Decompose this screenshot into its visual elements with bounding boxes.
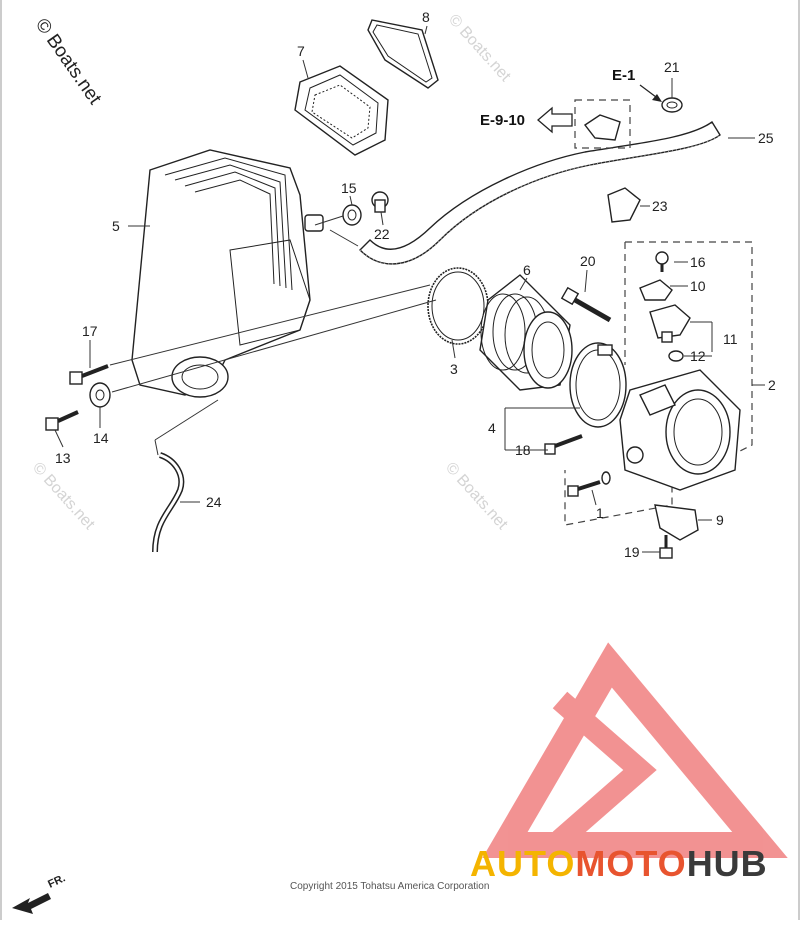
callout-2: 2 bbox=[768, 377, 776, 393]
collar-22 bbox=[371, 191, 389, 213]
throttle-body bbox=[619, 369, 741, 491]
band-ring bbox=[427, 267, 489, 345]
bolt-13 bbox=[45, 410, 79, 431]
front-marker-label: FR. bbox=[46, 872, 67, 890]
brand-logo-mark bbox=[482, 642, 788, 858]
grommet-14 bbox=[89, 382, 111, 408]
watermark-main: © Boats.net bbox=[31, 15, 106, 109]
brand-part-moto: MOTO bbox=[575, 843, 686, 884]
filter-element bbox=[294, 65, 389, 156]
callout-11: 11 bbox=[723, 331, 738, 347]
reference-arrow-e910 bbox=[537, 106, 573, 134]
callout-7: 7 bbox=[297, 43, 305, 59]
callout-4: 4 bbox=[488, 420, 496, 436]
grommet-15 bbox=[342, 204, 362, 226]
callout-17: 17 bbox=[82, 323, 98, 339]
reference-arrow-e1 bbox=[639, 84, 662, 102]
front-direction-marker: FR. bbox=[12, 872, 67, 914]
brand-part-hub: HUB bbox=[687, 843, 768, 884]
callout-22: 22 bbox=[374, 226, 390, 242]
o-ring-12 bbox=[668, 350, 684, 362]
callout-10: 10 bbox=[690, 278, 706, 294]
guide-lines bbox=[109, 215, 437, 456]
screw-1 bbox=[567, 471, 611, 497]
callout-25: 25 bbox=[758, 130, 774, 146]
bolt-17 bbox=[69, 364, 109, 385]
rubber-tube bbox=[479, 274, 573, 391]
callout-15: 15 bbox=[341, 180, 357, 196]
callout-9: 9 bbox=[716, 512, 724, 528]
callout-20: 20 bbox=[580, 253, 596, 269]
bolt-19 bbox=[659, 535, 673, 559]
watermark-repeat: © Boats.net bbox=[442, 459, 511, 533]
long-bolt bbox=[560, 286, 612, 323]
group-box-2 bbox=[564, 241, 753, 526]
callout-3: 3 bbox=[450, 361, 458, 377]
callout-12: 12 bbox=[690, 348, 706, 364]
air-cleaner-case bbox=[131, 149, 324, 398]
screw-16 bbox=[655, 251, 669, 272]
brand-part-auto: AUTO bbox=[470, 843, 575, 884]
gasket-10 bbox=[639, 279, 673, 301]
reference-label-e1: E-1 bbox=[612, 67, 635, 84]
drain-tube-inner bbox=[153, 453, 183, 553]
callout-24: 24 bbox=[206, 494, 222, 510]
callout-23: 23 bbox=[652, 198, 668, 214]
copyright-text: Copyright 2015 Tohatsu America Corporati… bbox=[290, 881, 489, 892]
callout-14: 14 bbox=[93, 430, 109, 446]
callout-16: 16 bbox=[690, 254, 706, 270]
reference-box-e910 bbox=[574, 99, 631, 149]
sensor-11 bbox=[649, 304, 691, 343]
callout-1: 1 bbox=[596, 505, 604, 521]
callout-19: 19 bbox=[624, 544, 640, 560]
hose-clamp bbox=[661, 97, 683, 113]
breather-hose bbox=[359, 120, 721, 265]
hose-band bbox=[569, 342, 627, 428]
gasket bbox=[367, 19, 439, 89]
stay-9 bbox=[654, 504, 699, 541]
brand-wordmark: AUTOMOTOHUB bbox=[470, 843, 768, 884]
reference-label-e910: E-9-10 bbox=[480, 112, 525, 129]
watermark-repeat: © Boats.net bbox=[29, 459, 98, 533]
hose-bracket bbox=[583, 114, 621, 141]
callout-18: 18 bbox=[515, 442, 531, 458]
callout-21: 21 bbox=[664, 59, 680, 75]
watermark-repeat: © Boats.net bbox=[445, 11, 514, 85]
bolt-18 bbox=[544, 434, 583, 455]
hose-holder bbox=[607, 187, 641, 223]
callout-13: 13 bbox=[55, 450, 71, 466]
callout-6: 6 bbox=[523, 262, 531, 278]
callout-8: 8 bbox=[422, 9, 430, 25]
callout-5: 5 bbox=[112, 218, 120, 234]
leader-lines bbox=[54, 25, 765, 553]
